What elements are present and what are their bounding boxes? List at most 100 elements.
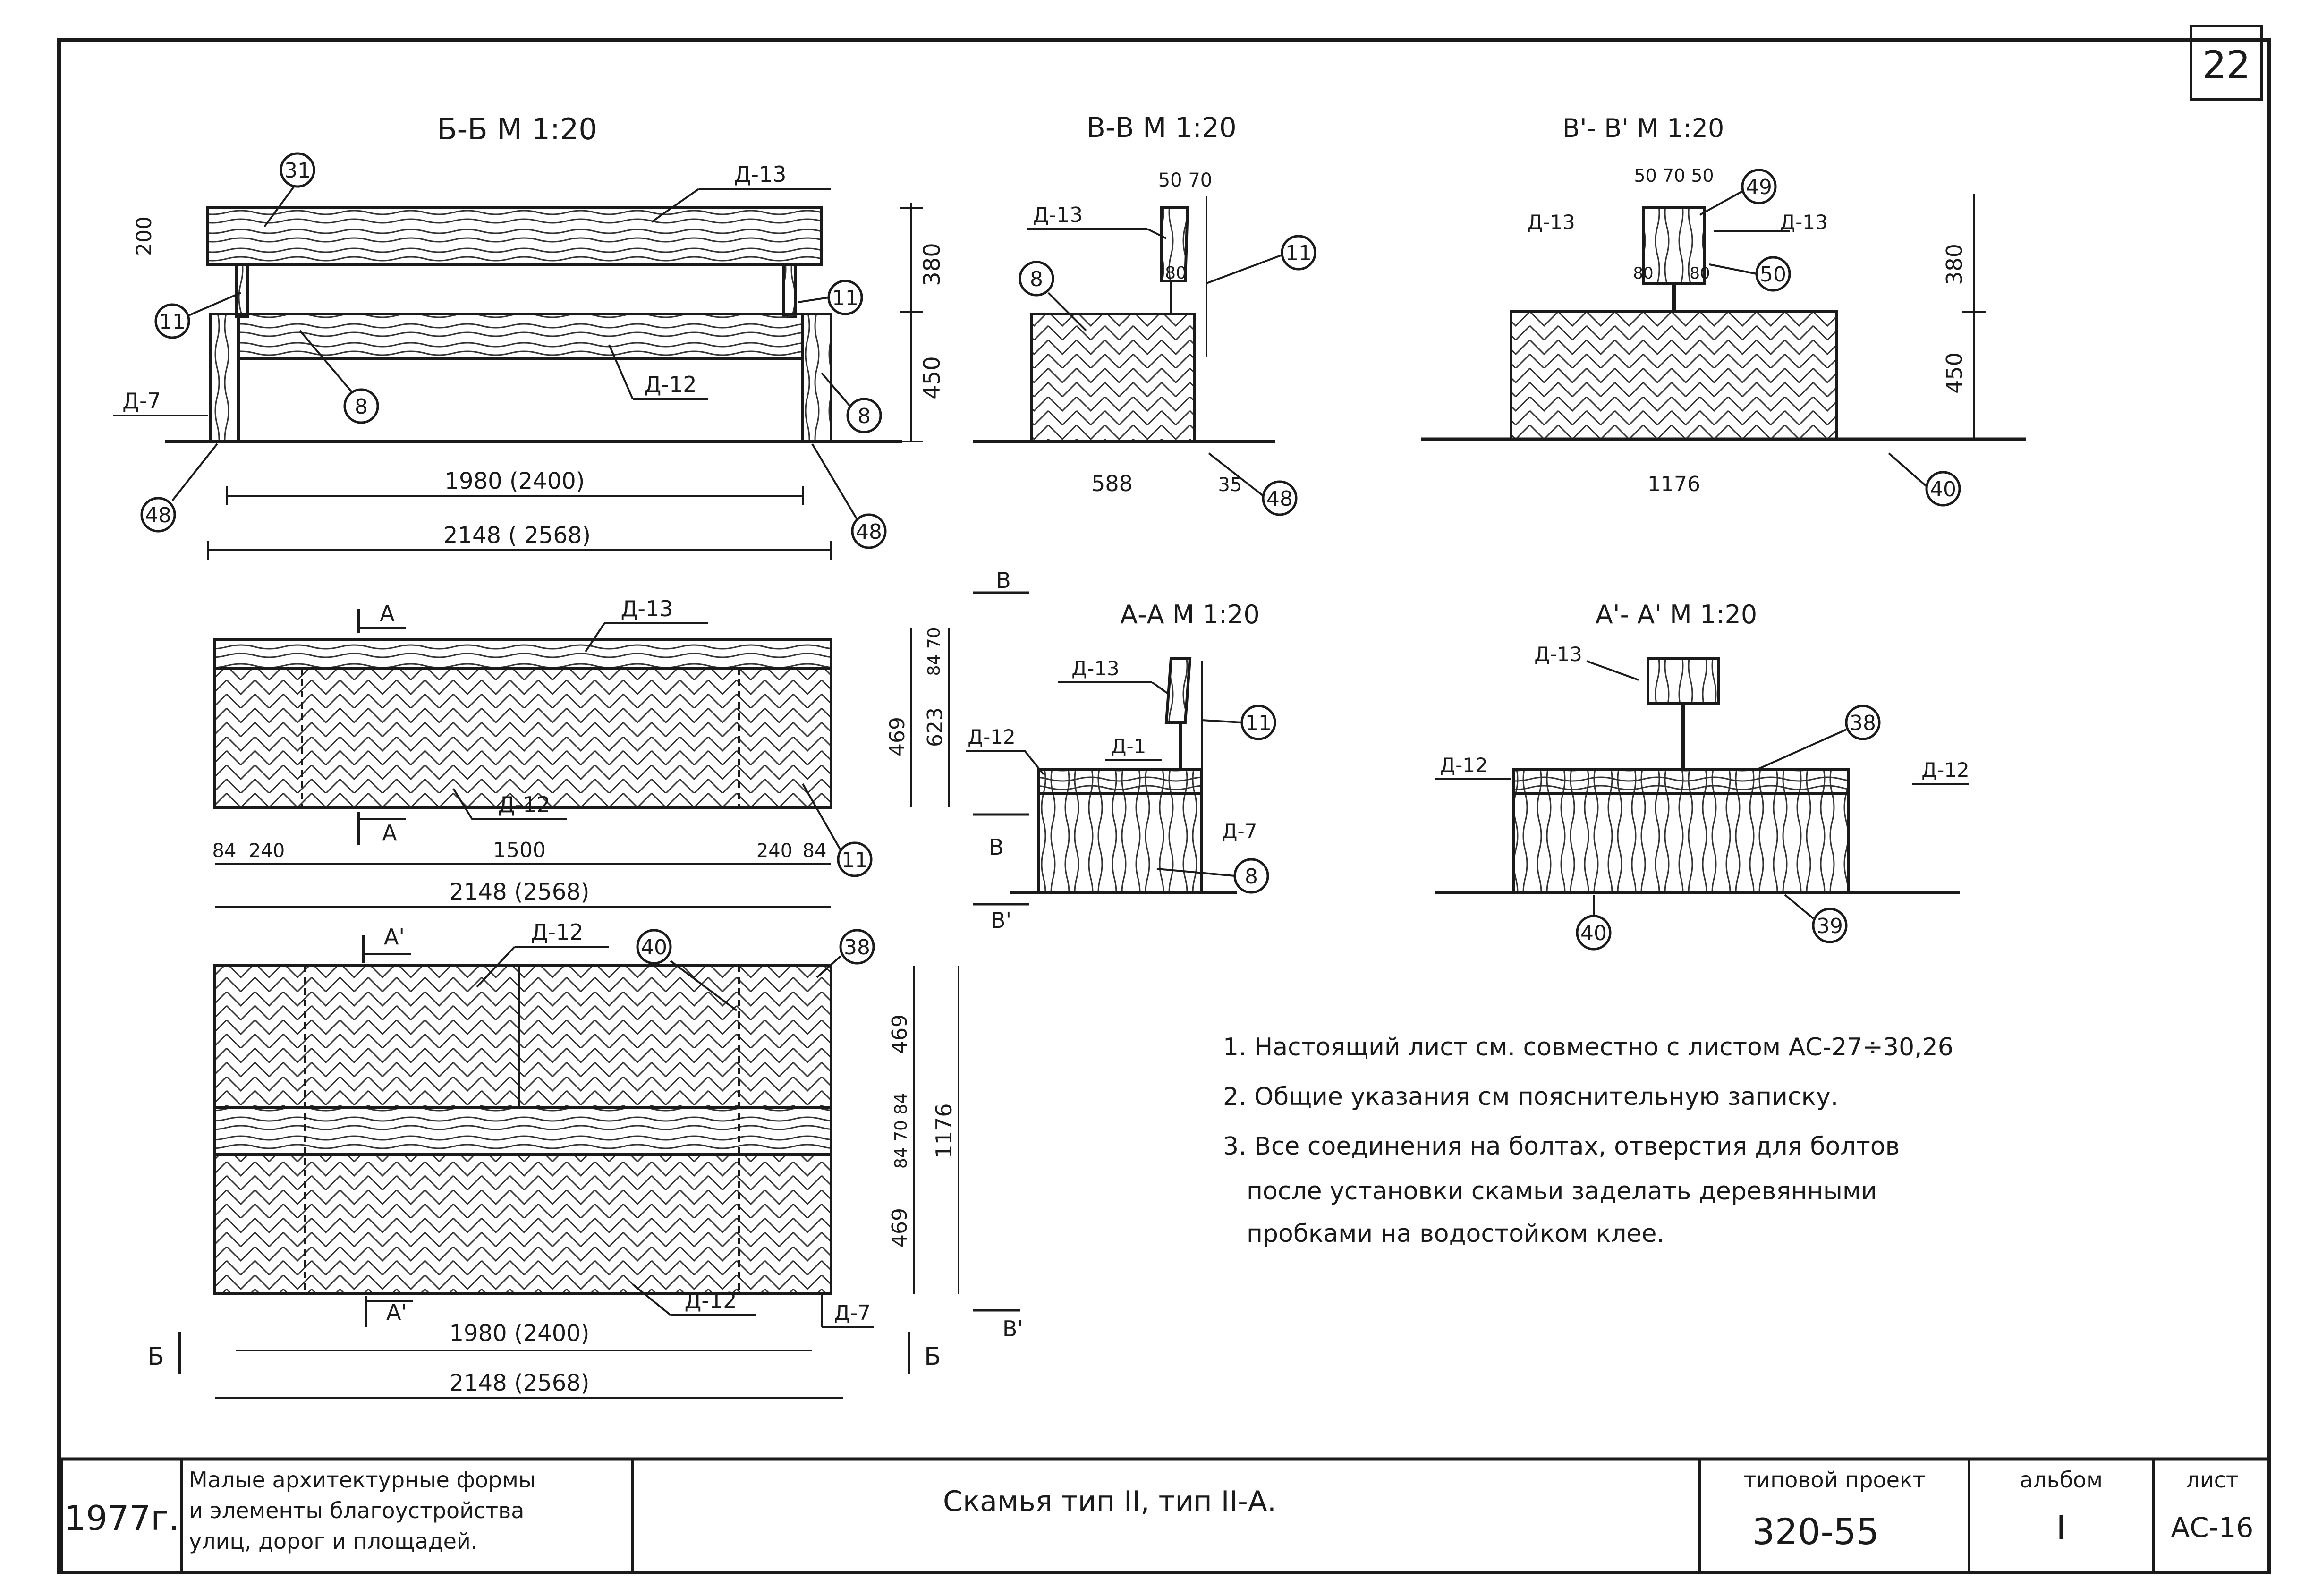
- project-number: 320-55: [1752, 1511, 1879, 1553]
- dim-top: 50 70 50: [1634, 165, 1714, 186]
- cut-v-bottom: В: [989, 834, 1004, 860]
- callout-40: 40: [1930, 477, 1956, 501]
- callout-39: 39: [1817, 914, 1843, 938]
- dim-1176: 1176: [931, 1103, 957, 1158]
- label-d12: Д-12: [968, 725, 1015, 748]
- dim-380: 380: [1942, 244, 1967, 285]
- title-year: 1977г.: [64, 1498, 179, 1538]
- section-backrest-double: [1647, 657, 1720, 705]
- callout-48a: 48: [145, 503, 171, 527]
- callout-11b: 11: [832, 286, 858, 310]
- callout-40: 40: [1580, 921, 1607, 945]
- view-aa-title: А-А М 1:20: [1120, 600, 1260, 629]
- note-3-cont-2: пробками на водостойком клее.: [1247, 1220, 1664, 1248]
- view-bb-title: Б-Б М 1:20: [437, 112, 597, 146]
- callout-8a: 8: [355, 395, 368, 419]
- notes: 1. Настоящий лист см. совместно с листом…: [1223, 1033, 1953, 1248]
- section-backrest: [1164, 657, 1192, 724]
- plan-single: А А Д-13 Д-12 84 240 1500 240 84 2148 (2…: [212, 596, 950, 908]
- cut-v2: В': [1002, 1316, 1023, 1341]
- view-aa2-title: А'- А' М 1:20: [1596, 600, 1757, 629]
- dim-200: 200: [132, 216, 156, 256]
- title-block: 1977г. Малые архитектурные формы и элеме…: [59, 1457, 2271, 1574]
- leg-left: [209, 313, 240, 443]
- label-d12: Д-12: [644, 372, 696, 397]
- sheet-value: АС-16: [2171, 1511, 2254, 1544]
- label-d12a: Д-12: [531, 919, 583, 945]
- dim-inner: 1980 (2400): [449, 1320, 589, 1347]
- cut-b-right: Б: [924, 1342, 941, 1371]
- seat-section-double: [1510, 310, 1838, 441]
- seat-board: [237, 313, 804, 360]
- view-aa2: А'- А' М 1:20 Д-13 Д-12 Д-12 38 40 39: [1435, 600, 1970, 951]
- view-aa: А-А М 1:20 В В В' Д-13 Д-12 Д-1 Д-7 11 8: [966, 568, 1276, 933]
- callout-48b: 48: [856, 520, 882, 544]
- dim-469b: 469: [888, 1208, 912, 1248]
- dim-380: 380: [919, 243, 945, 286]
- dim-588: 588: [1091, 471, 1133, 496]
- dim-469: 469: [885, 717, 909, 756]
- plan-backrest: [213, 638, 832, 670]
- plan-seat: [213, 667, 832, 809]
- plan-double: А' А' Д-12 Д-12 Д-7 40 38 469 84 70 84 4…: [147, 919, 1023, 1399]
- callout-11: 11: [841, 848, 868, 872]
- plan-seat-lower: [213, 1153, 832, 1295]
- label-d13b: Д-13: [1780, 211, 1827, 234]
- callout-31: 31: [284, 159, 311, 183]
- label-d12b: Д-12: [684, 1288, 737, 1313]
- label-d7: Д-7: [1222, 820, 1257, 843]
- label-d1: Д-1: [1111, 735, 1146, 758]
- view-vv2-title: В'- В' М 1:20: [1562, 113, 1724, 143]
- callout-38: 38: [844, 935, 870, 959]
- callout-11a: 11: [159, 310, 186, 334]
- cut-a2-bottom: А': [386, 1299, 407, 1325]
- album-label: альбом: [2020, 1467, 2103, 1493]
- cut-a-bottom: А: [382, 820, 397, 846]
- dim-240b: 240: [756, 840, 792, 862]
- view-vv: В-В М 1:20 50 70 80 588 35 Д-13 8 11 48: [973, 111, 1316, 516]
- dim-80a: 80: [1633, 264, 1653, 283]
- drawing-title: Скамья тип II, тип II-А.: [943, 1485, 1276, 1518]
- cut-a2-top: А': [384, 924, 405, 950]
- dim-inner: 1980 (2400): [444, 468, 585, 494]
- dim-35: 35: [1218, 474, 1242, 496]
- note-3-cont-1: после установки скамьи заделать деревянн…: [1247, 1177, 1877, 1205]
- dim-8470: 84 70: [925, 627, 944, 676]
- backrest-board: [206, 206, 823, 266]
- title-series-2: и элементы благоустройства: [189, 1498, 524, 1523]
- dim-623: 623: [923, 707, 947, 747]
- sheet-label: лист: [2186, 1467, 2238, 1493]
- dim-450: 450: [1942, 352, 1967, 394]
- sheet-corner-number: 22: [2202, 43, 2250, 87]
- callout-8: 8: [1030, 267, 1043, 291]
- note-2: 2. Общие указания см пояснительную запис…: [1223, 1083, 1838, 1111]
- callout-48: 48: [1266, 487, 1293, 511]
- label-d13: Д-13: [1071, 657, 1119, 680]
- dim-8470: 84 70 84: [892, 1093, 911, 1169]
- callout-40: 40: [641, 935, 667, 959]
- post-left: [235, 263, 249, 318]
- title-series-3: улиц, дорог и площадей.: [189, 1528, 477, 1554]
- label-d13: Д-13: [734, 161, 786, 187]
- label-d13a: Д-13: [1527, 211, 1575, 234]
- callout-8: 8: [1245, 865, 1258, 889]
- cut-a-top: А: [380, 601, 395, 626]
- plan-seat-upper: [213, 964, 832, 1109]
- label-d12: Д-12: [498, 792, 550, 817]
- dim-80: 80: [1165, 263, 1187, 283]
- label-d7: Д-7: [122, 388, 161, 414]
- view-bb: Б-Б М 1:20 380 450 200 1980 (2400) 2148 …: [113, 112, 945, 560]
- callout-49: 49: [1746, 175, 1772, 199]
- dim-84a: 84: [212, 840, 237, 862]
- cut-b-left: Б: [147, 1342, 164, 1371]
- album-value: I: [2056, 1509, 2066, 1547]
- view-vv2: В'- В' М 1:20 50 70 50 80 80 380 450 117…: [1421, 113, 2026, 507]
- cut-v2: В': [991, 908, 1011, 933]
- label-d13: Д-13: [1534, 643, 1582, 666]
- note-3: 3. Все соединения на болтах, отверстия д…: [1223, 1132, 1900, 1161]
- callout-38: 38: [1850, 711, 1876, 735]
- post-right: [782, 263, 797, 318]
- dim-450: 450: [919, 356, 945, 399]
- callout-8b: 8: [858, 404, 871, 428]
